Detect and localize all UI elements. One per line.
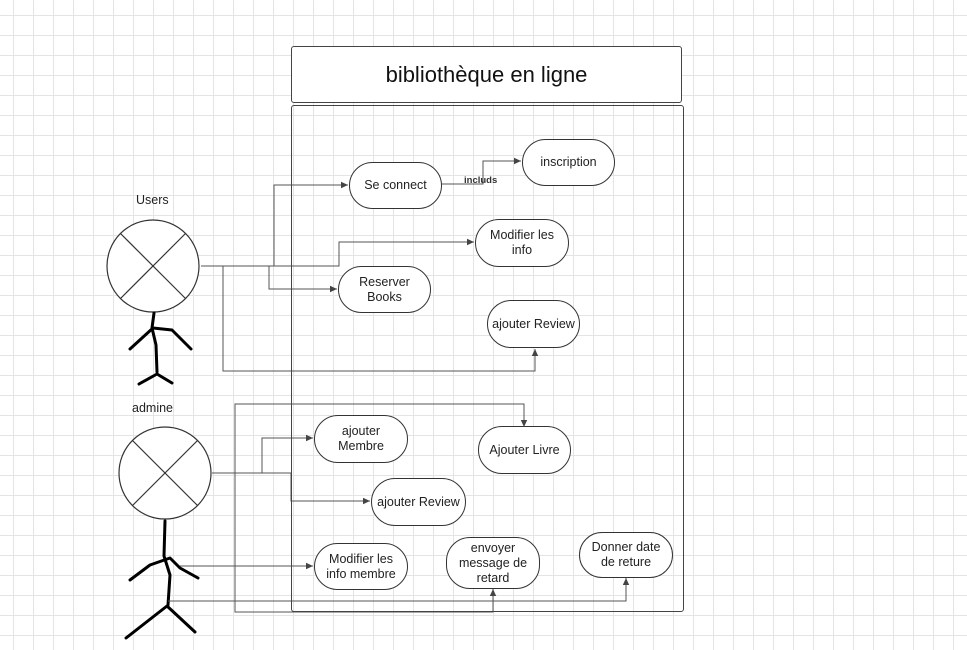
- use-case-donner-date-reture[interactable]: Donner date de reture: [579, 532, 673, 578]
- admin-stick-figure: [124, 519, 200, 640]
- use-case-ajouter-review-user[interactable]: ajouter Review: [487, 300, 580, 348]
- use-case-inscription[interactable]: inscription: [522, 139, 615, 186]
- users-actor-icon: [106, 219, 200, 313]
- include-connector: [441, 157, 521, 185]
- use-case-ajouter-membre[interactable]: ajouter Membre: [314, 415, 408, 463]
- system-title: bibliothèque en ligne: [291, 46, 682, 103]
- admin-connectors: [168, 403, 630, 613]
- use-case-envoyer-message-retard[interactable]: envoyer message de retard: [446, 537, 540, 589]
- users-actor-label: Users: [136, 193, 169, 207]
- system-boundary: [291, 105, 684, 612]
- use-case-ajouter-livre[interactable]: Ajouter Livre: [478, 426, 571, 474]
- use-case-reserver-books[interactable]: Reserver Books: [338, 266, 431, 313]
- use-case-ajouter-review-admin[interactable]: ajouter Review: [371, 478, 466, 526]
- include-label: includs: [464, 175, 498, 186]
- admin-actor-label: admine: [132, 401, 173, 415]
- use-case-modifier-info[interactable]: Modifier les info: [475, 219, 569, 267]
- use-case-se-connect[interactable]: Se connect: [349, 162, 442, 209]
- use-case-modifier-info-membre[interactable]: Modifier les info membre: [314, 543, 408, 590]
- users-connectors: [201, 181, 539, 372]
- admin-actor-icon: [118, 426, 212, 520]
- users-stick-figure: [128, 311, 193, 386]
